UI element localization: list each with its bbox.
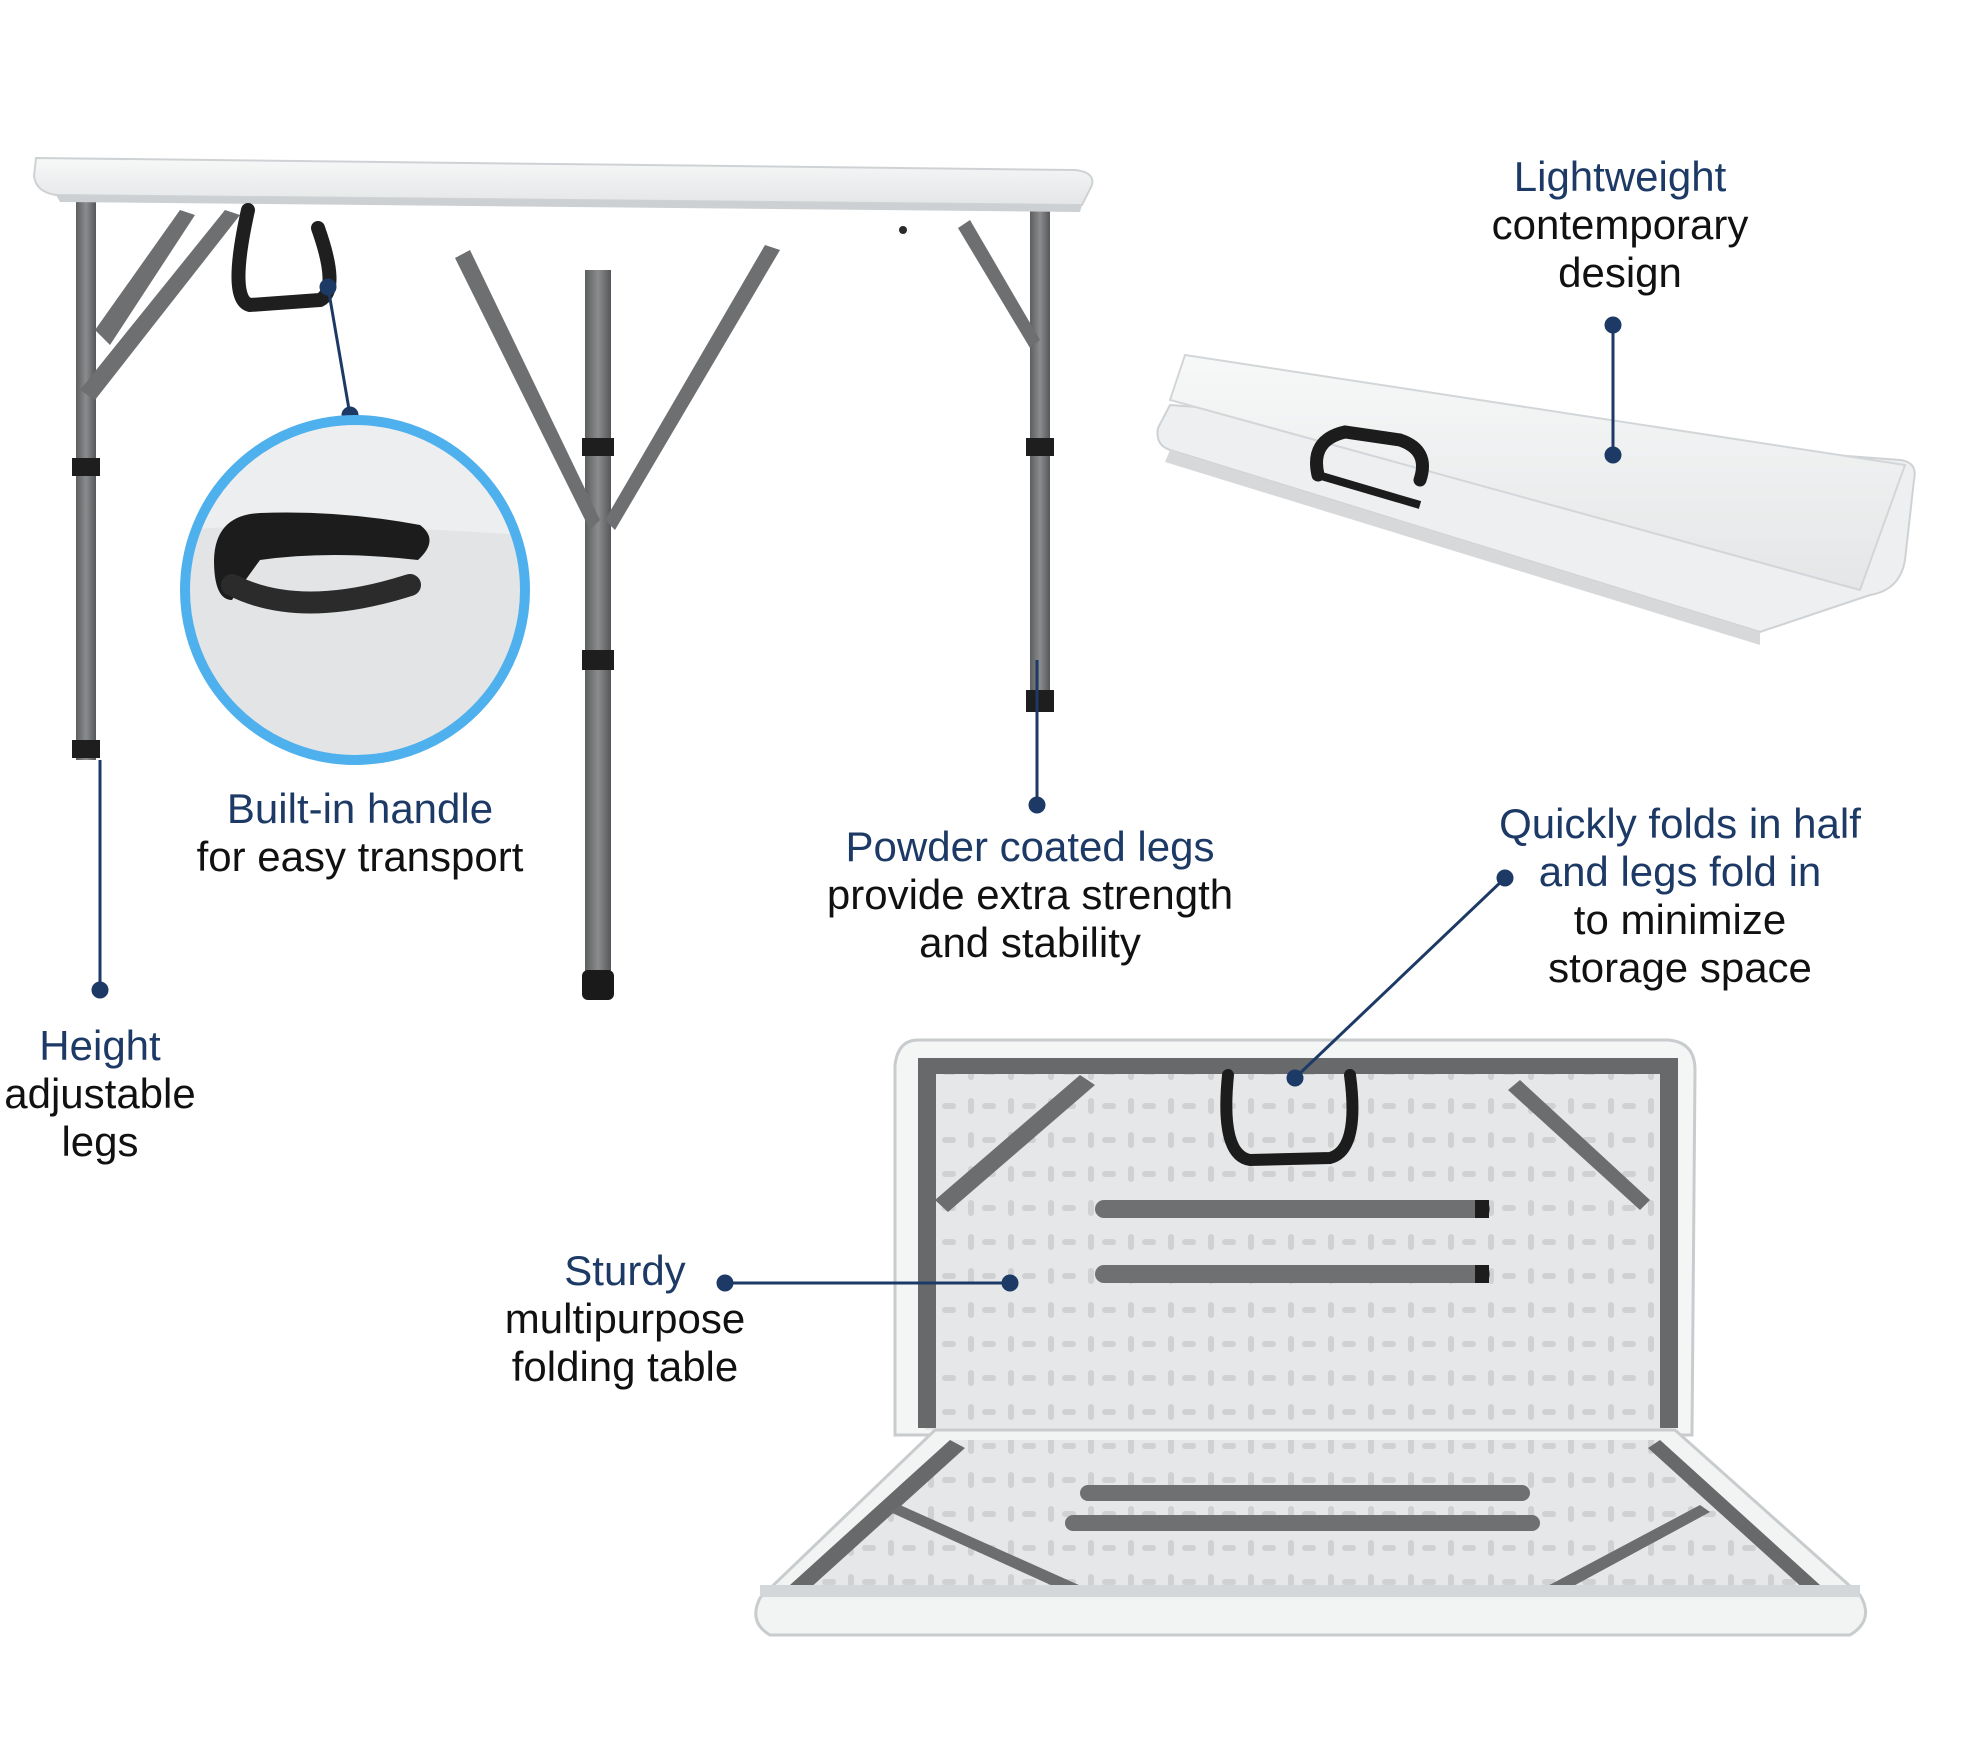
callout-height-line-2: legs: [61, 1118, 139, 1165]
height-leader-line: [91, 760, 109, 999]
callout-sturdy-multipurpose: Sturdy multipurpose folding table: [460, 1247, 790, 1391]
open-table-image: [754, 1038, 1868, 1637]
lightweight-leader-line: [1604, 316, 1622, 464]
callout-built-in-handle: Built-in handle for easy transport: [150, 785, 570, 881]
callout-folds-in-half: Quickly folds in half and legs fold in t…: [1440, 800, 1920, 992]
callout-lightweight-line-1: contemporary: [1491, 201, 1749, 248]
folds-leader-line: [1286, 869, 1514, 1087]
callout-powder-line-2: and stability: [919, 919, 1141, 966]
callout-handle-line-1: for easy transport: [196, 833, 524, 880]
callout-folds-title-2: and legs fold in: [1538, 848, 1822, 895]
callout-lightweight-design: Lightweight contemporary design: [1420, 153, 1820, 297]
callout-sturdy-line-2: folding table: [511, 1343, 739, 1390]
powder-leader-line: [1028, 660, 1046, 814]
callout-folds-title-1: Quickly folds in half: [1499, 800, 1861, 847]
callout-folds-line-1: to minimize: [1573, 896, 1787, 943]
callout-height-adjustable: Height adjustable legs: [0, 1022, 200, 1166]
standing-table-image: [32, 156, 1094, 1000]
callout-powder-title: Powder coated legs: [845, 823, 1215, 870]
callout-sturdy-line-1: multipurpose: [504, 1295, 746, 1342]
callout-handle-title: Built-in handle: [226, 785, 494, 832]
folded-table-image: [1156, 353, 1916, 645]
callout-height-title: Height: [39, 1022, 161, 1069]
callout-powder-coated-legs: Powder coated legs provide extra strengt…: [790, 823, 1270, 967]
callout-lightweight-line-2: design: [1558, 249, 1682, 296]
sturdy-leader-line: [716, 1274, 1019, 1292]
callout-lightweight-title: Lightweight: [1513, 153, 1727, 200]
callout-sturdy-title: Sturdy: [564, 1247, 686, 1294]
callout-powder-line-1: provide extra strength: [826, 871, 1234, 918]
handle-zoom-inset: [180, 415, 530, 765]
callout-height-line-1: adjustable: [4, 1070, 196, 1117]
callout-folds-line-2: storage space: [1548, 944, 1812, 991]
